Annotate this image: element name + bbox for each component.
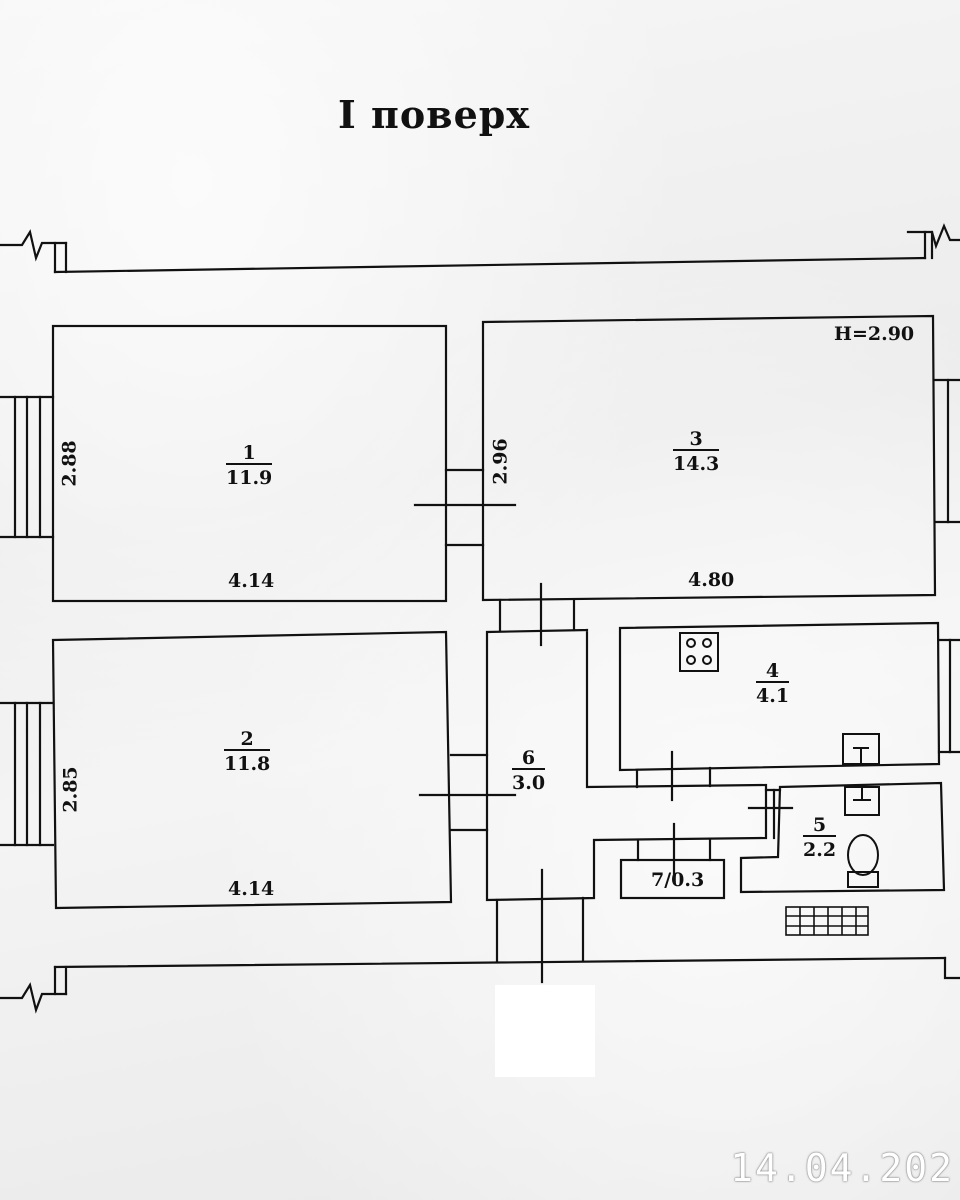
room-4-number: 4 [756,662,790,683]
window-left-2 [0,701,55,847]
room-4-label: 4 4.1 [756,662,790,707]
room-7-label: 7/0.3 [651,869,705,891]
room-2-area: 11.8 [224,753,271,775]
break-mark-top-right [906,223,960,250]
grate-icon [785,906,869,936]
room-3 [481,314,937,602]
room-6-number: 6 [512,749,546,770]
room-2-width: 4.14 [228,878,275,900]
room-1-label: 1 11.9 [226,444,273,489]
room-6-label: 6 3.0 [512,749,546,794]
room-1-width: 4.14 [228,570,275,592]
window-left-1 [0,395,55,539]
room-1 [51,324,448,603]
window-right-3 [933,378,960,524]
room-2-depth: 2.85 [59,766,82,813]
sink-icon [842,733,880,765]
room-1-area: 11.9 [226,467,273,489]
room-3-number: 3 [673,430,720,451]
room-4 [618,621,941,772]
room-3-area: 14.3 [673,453,720,475]
bottom-wall-line [53,956,947,969]
washbasin-icon [844,786,880,816]
room-5-number: 5 [803,816,837,837]
blank-patch [495,985,595,1077]
toilet-icon [847,834,879,888]
date-stamp: 14.04.202 [730,1146,954,1190]
ceiling-height-label: H=2.90 [834,323,915,345]
room-5-area: 2.2 [803,839,837,861]
room-5 [739,781,946,894]
room-2 [51,630,453,910]
room-6 [485,628,768,902]
room-2-number: 2 [224,730,271,751]
room-6-area: 3.0 [512,772,546,794]
room-7 [619,858,726,900]
room-1-number: 1 [226,444,273,465]
window-right-4 [937,638,960,754]
room-3-label: 3 14.3 [673,430,720,475]
break-mark-top-left [0,229,68,262]
stove-icon [679,632,719,672]
floor-title: I поверх [338,92,530,137]
room-4-area: 4.1 [756,685,790,707]
room-3-width: 4.80 [688,569,735,591]
top-wall-line [53,256,927,274]
room-5-label: 5 2.2 [803,816,837,861]
room-3-depth: 2.96 [489,438,512,485]
room-1-depth: 2.88 [58,440,81,487]
room-2-label: 2 11.8 [224,730,271,775]
break-mark-bottom-left [0,982,68,1014]
